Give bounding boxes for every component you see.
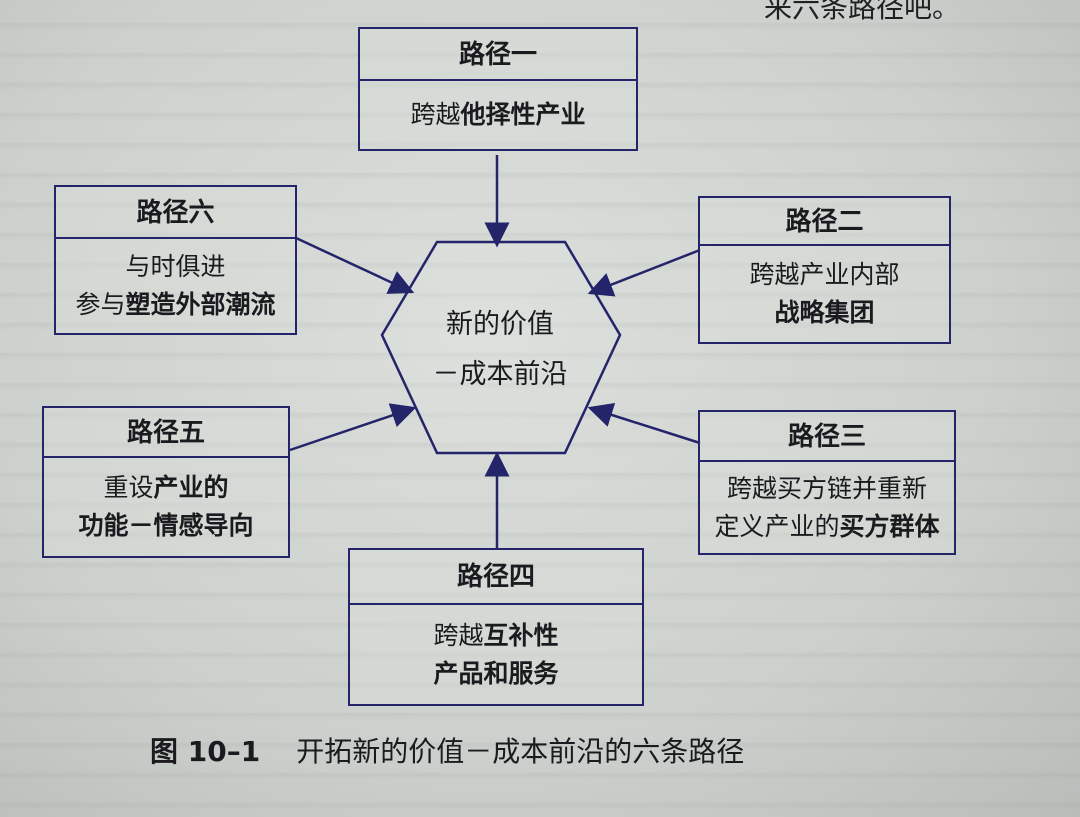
path-4-line-1: 跨越互补性 (350, 617, 642, 655)
figure-caption: 图 10–1 开拓新的价值－成本前沿的六条路径 (150, 730, 744, 770)
path-4-description: 跨越互补性产品和服务 (350, 605, 642, 693)
path-1-description: 跨越他择性产业 (360, 81, 636, 134)
center-label-line2: －成本前沿 (432, 359, 568, 390)
arrow-path-5 (289, 403, 417, 452)
text-segment: 定义产业的 (714, 511, 840, 541)
arrow-path-3 (587, 402, 701, 445)
path-3-line-1: 跨越买方链并重新 (700, 470, 954, 508)
path-5-box: 路径五重设产业的功能－情感导向 (42, 406, 290, 558)
arrow-path-2 (587, 248, 701, 297)
path-2-line-2: 战略集团 (700, 294, 949, 332)
center-label: 新的价值 －成本前沿 (400, 300, 600, 400)
figure-number: 图 10–1 (150, 735, 261, 768)
text-segment: 产品和服务 (433, 658, 559, 688)
text-segment: 跨越产业内部 (749, 260, 900, 289)
figure-title: 开拓新的价值－成本前沿的六条路径 (296, 735, 745, 768)
path-4-line-2: 产品和服务 (350, 655, 642, 693)
text-segment: 塑造外部潮流 (125, 290, 276, 319)
path-6-box: 路径六与时俱进参与塑造外部潮流 (54, 185, 297, 335)
text-segment: 重设 (103, 473, 154, 502)
center-label-line1: 新的价值 (446, 309, 554, 340)
path-2-title: 路径二 (700, 198, 949, 246)
text-segment: 功能－情感导向 (78, 511, 254, 540)
text-segment: 跨越 (410, 100, 461, 129)
text-segment: 互补性 (483, 620, 559, 650)
path-5-title: 路径五 (44, 408, 288, 458)
text-segment: 他择性产业 (460, 100, 586, 129)
text-segment: 与时俱进 (125, 252, 226, 281)
path-3-title: 路径三 (700, 412, 954, 462)
path-4-title: 路径四 (350, 550, 642, 605)
text-segment: 产业的 (153, 473, 229, 502)
path-5-description: 重设产业的功能－情感导向 (44, 458, 288, 545)
path-2-box: 路径二跨越产业内部战略集团 (698, 196, 951, 344)
path-3-line-2: 定义产业的买方群体 (700, 508, 954, 546)
text-segment: 买方群体 (839, 511, 940, 541)
path-6-title: 路径六 (56, 187, 295, 239)
path-2-description: 跨越产业内部战略集团 (700, 246, 949, 332)
arrow-path-6 (295, 236, 415, 294)
path-6-description: 与时俱进参与塑造外部潮流 (56, 239, 295, 324)
path-1-line-1: 跨越他择性产业 (360, 96, 636, 134)
path-4-box: 路径四跨越互补性产品和服务 (348, 548, 644, 706)
path-3-box: 路径三跨越买方链并重新定义产业的买方群体 (698, 410, 956, 555)
text-segment: 跨越 (433, 620, 484, 650)
path-5-line-1: 重设产业的 (44, 469, 288, 507)
path-1-box: 路径一跨越他择性产业 (358, 27, 638, 151)
path-3-description: 跨越买方链并重新定义产业的买方群体 (700, 462, 954, 546)
path-1-title: 路径一 (360, 29, 636, 81)
path-2-line-1: 跨越产业内部 (700, 256, 949, 294)
cut-off-top-text: 来六条路径吧。 (763, 0, 960, 24)
path-6-line-1: 与时俱进 (56, 248, 295, 286)
path-5-line-2: 功能－情感导向 (44, 507, 288, 545)
text-segment: 战略集团 (774, 298, 875, 327)
center-hexagon (380, 240, 622, 455)
text-segment: 参与 (75, 290, 126, 319)
text-segment: 跨越买方链并重新 (726, 473, 927, 503)
path-6-line-2: 参与塑造外部潮流 (56, 286, 295, 324)
